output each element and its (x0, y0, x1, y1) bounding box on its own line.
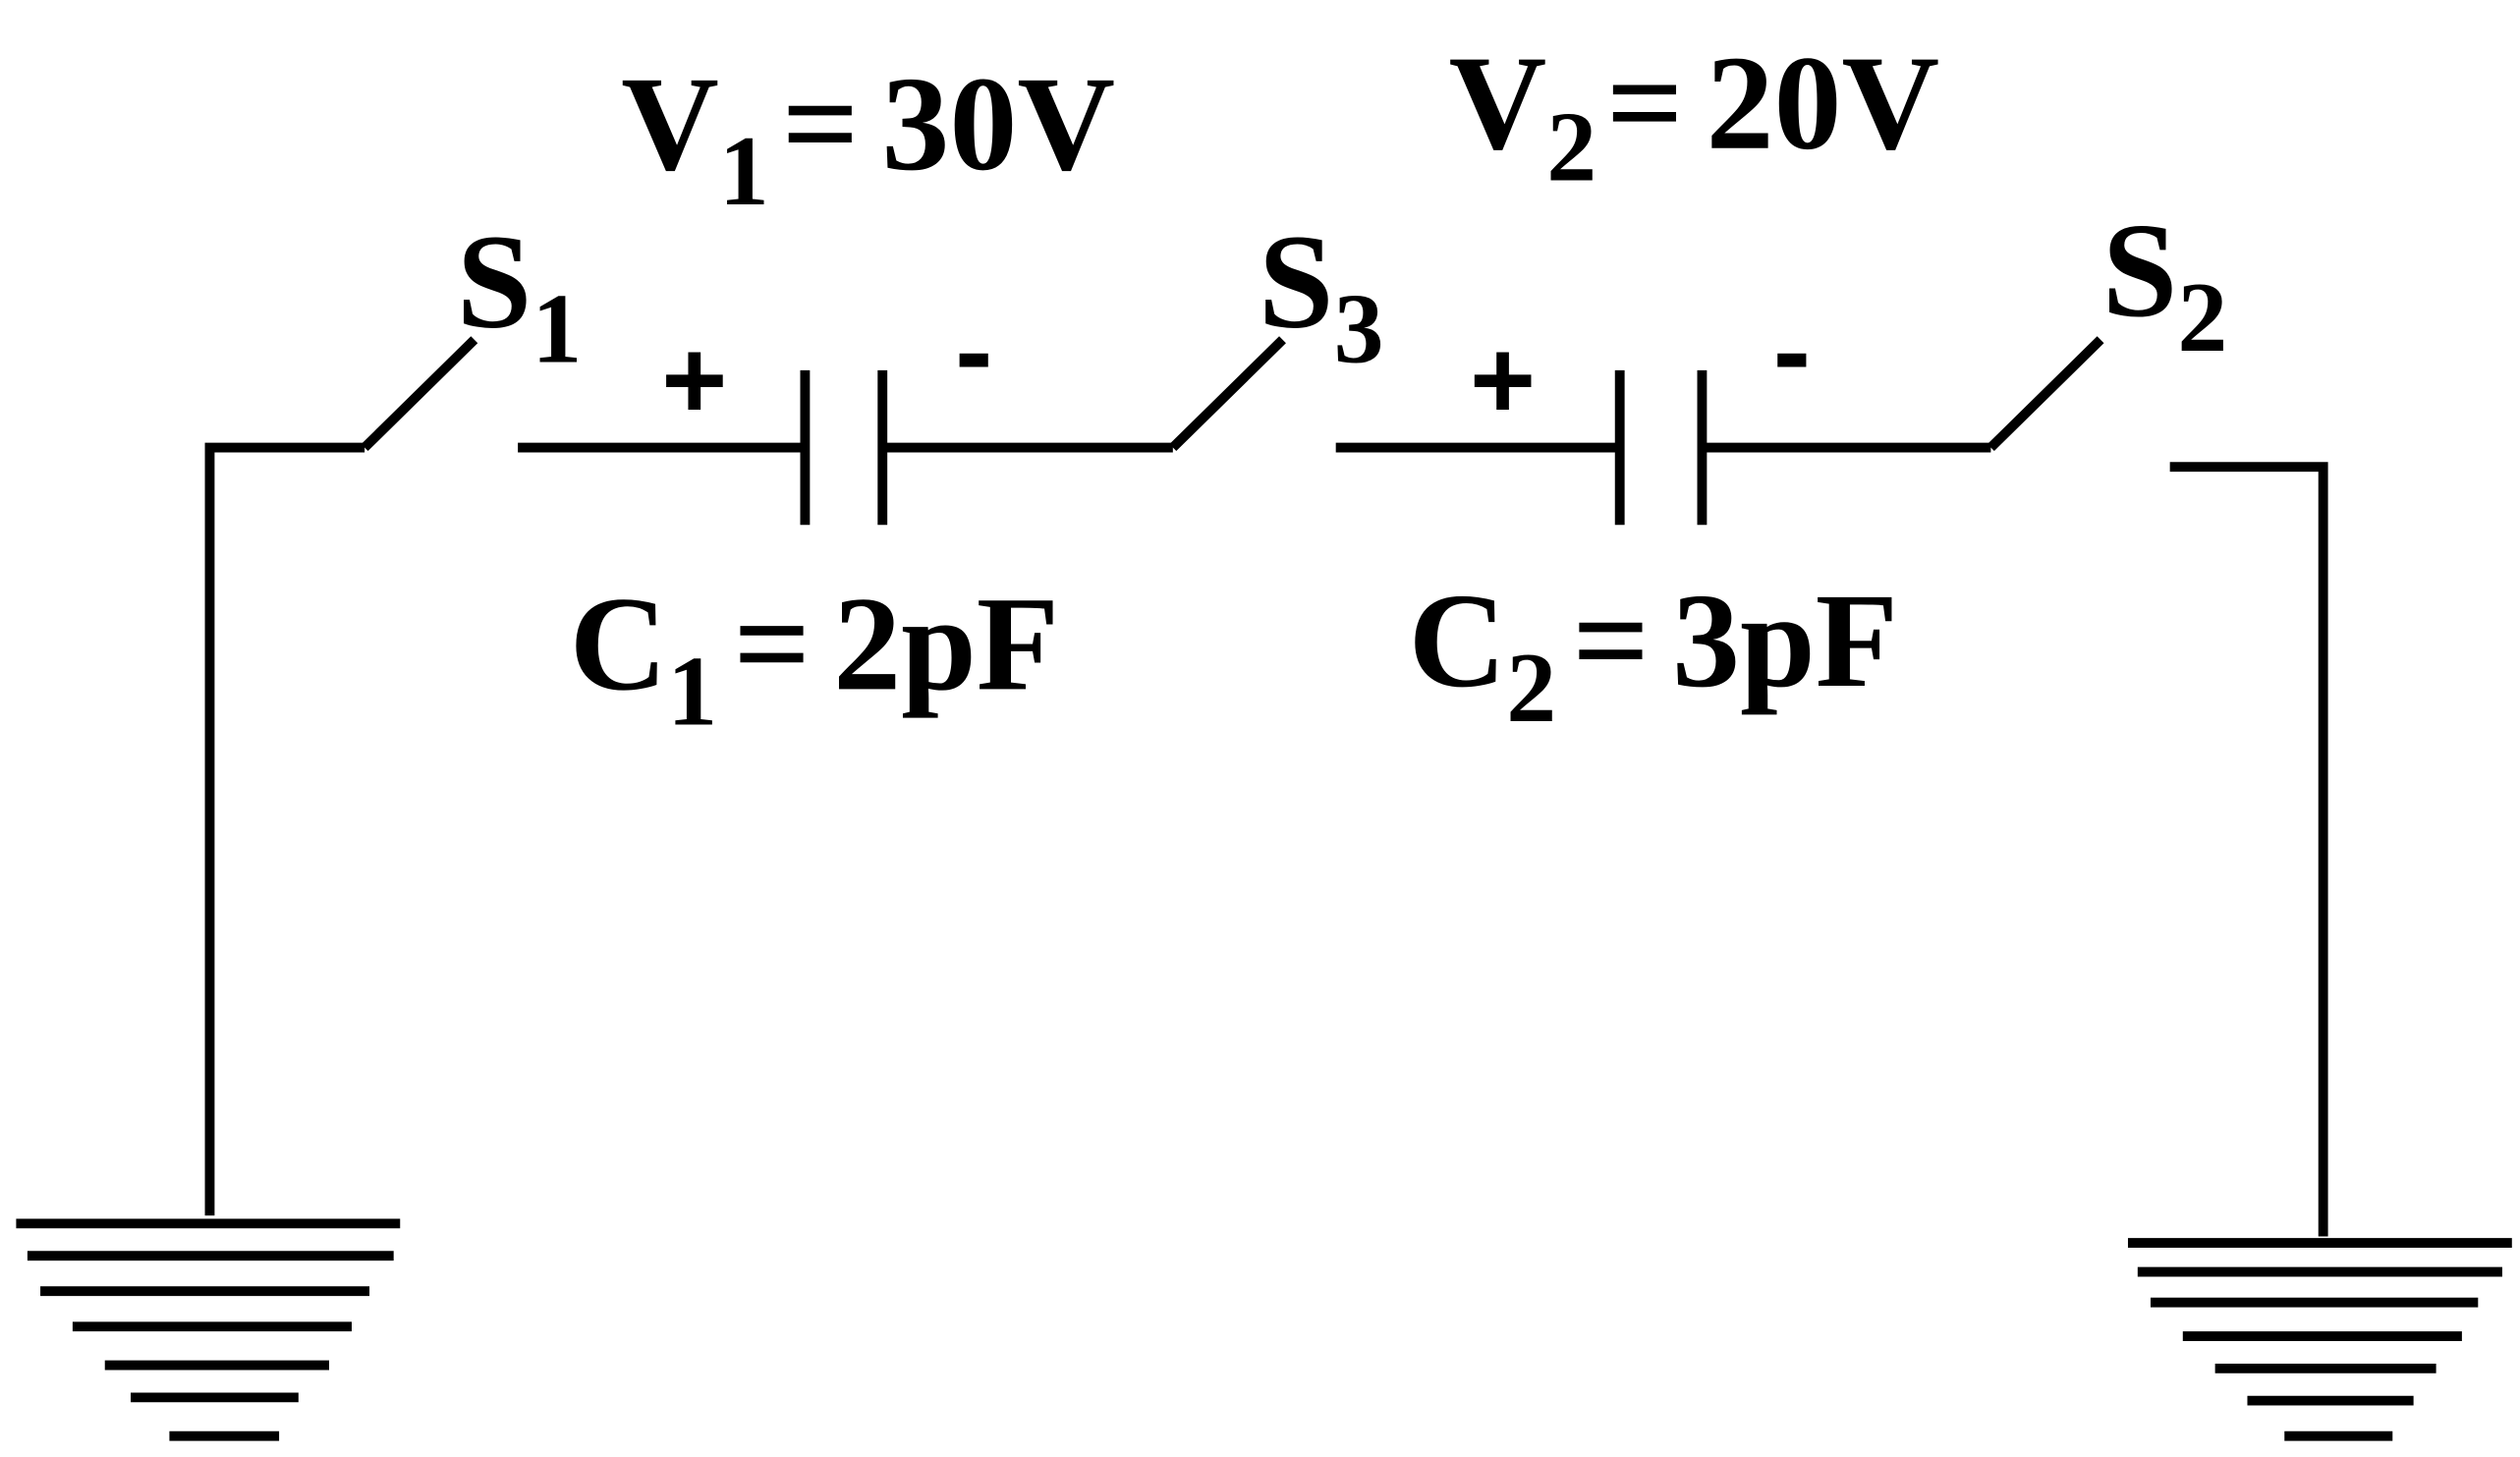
right-ground-icon (2127, 1238, 2512, 1441)
switch-s1-blade[interactable] (361, 336, 478, 452)
c1-plus-sign: + (661, 317, 727, 443)
s2-label: S2 (2102, 195, 2228, 372)
switch-s3-blade[interactable] (1169, 336, 1286, 452)
s1-label: S1 (457, 206, 583, 384)
c1-minus-sign: - (955, 289, 992, 415)
right-wire (2169, 462, 2328, 1237)
c1-label: C1=2pF (570, 568, 1059, 746)
c2-plus-sign: + (1470, 317, 1536, 443)
c2-minus-sign: - (1773, 289, 1811, 415)
s3-label: S3 (1259, 206, 1384, 384)
c2-label: C2=3pF (1409, 565, 1898, 743)
v1-label: V1=30V (621, 48, 1115, 226)
switch-s2-blade[interactable] (1987, 336, 2104, 452)
left-ground-icon (16, 1218, 401, 1441)
left-wire (204, 442, 365, 1216)
v2-label: V2=20V (1449, 28, 1940, 202)
